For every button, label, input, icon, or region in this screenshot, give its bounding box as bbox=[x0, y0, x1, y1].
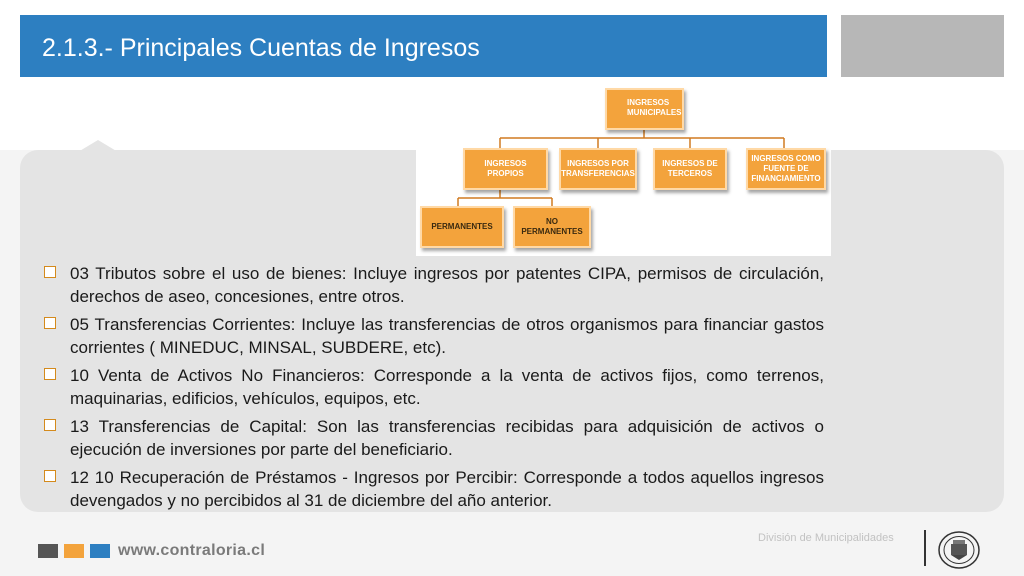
footer-divider bbox=[924, 530, 926, 566]
bullet-list: 03 Tributos sobre el uso de bienes: Incl… bbox=[42, 262, 824, 517]
hollow-square-bullet-icon bbox=[44, 368, 56, 380]
bullet-item: 12 10 Recuperación de Préstamos - Ingres… bbox=[42, 466, 824, 512]
hollow-square-bullet-icon bbox=[44, 317, 56, 329]
bullet-item: 10 Venta de Activos No Financieros: Corr… bbox=[42, 364, 824, 410]
slide-title: 2.1.3.- Principales Cuentas de Ingresos bbox=[20, 15, 827, 77]
bullet-text: 03 Tributos sobre el uso de bienes: Incl… bbox=[70, 264, 824, 306]
bullet-item: 13 Transferencias de Capital: Son las tr… bbox=[42, 415, 824, 461]
node-no-permanentes: NO PERMANENTES bbox=[513, 206, 591, 248]
footer-square-orange bbox=[64, 544, 84, 558]
node-ingresos-municipales: INGRESOS MUNICIPALES bbox=[605, 88, 684, 130]
node-ingresos-propios: INGRESOS PROPIOS bbox=[463, 148, 548, 190]
org-chart: INGRESOS MUNICIPALES INGRESOS PROPIOS IN… bbox=[416, 80, 831, 256]
node-permanentes: PERMANENTES bbox=[420, 206, 504, 248]
footer-square-blue bbox=[90, 544, 110, 558]
bullet-text: 13 Transferencias de Capital: Son las tr… bbox=[70, 417, 824, 459]
bullet-text: 05 Transferencias Corrientes: Incluye la… bbox=[70, 315, 824, 357]
footer-url[interactable]: www.contraloria.cl bbox=[118, 542, 266, 559]
bullet-text: 10 Venta de Activos No Financieros: Corr… bbox=[70, 366, 824, 408]
bullet-text: 12 10 Recuperación de Préstamos - Ingres… bbox=[70, 468, 824, 510]
panel-notch bbox=[78, 140, 118, 152]
footer-division: División de Municipalidades bbox=[758, 532, 894, 544]
org-connectors bbox=[457, 130, 785, 206]
footer-square-grey bbox=[38, 544, 58, 558]
hollow-square-bullet-icon bbox=[44, 470, 56, 482]
contraloria-seal-icon bbox=[938, 531, 980, 569]
hollow-square-bullet-icon bbox=[44, 266, 56, 278]
hollow-square-bullet-icon bbox=[44, 419, 56, 431]
node-ingresos-de-terceros: INGRESOS DE TERCEROS bbox=[653, 148, 727, 190]
node-ingresos-fuente-financiamiento: INGRESOS COMO FUENTE DE FINANCIAMIENTO bbox=[746, 148, 826, 190]
header-grey-block bbox=[841, 15, 1004, 77]
bullet-item: 03 Tributos sobre el uso de bienes: Incl… bbox=[42, 262, 824, 308]
node-ingresos-por-transferencias: INGRESOS POR TRANSFERENCIAS bbox=[559, 148, 637, 190]
bullet-item: 05 Transferencias Corrientes: Incluye la… bbox=[42, 313, 824, 359]
